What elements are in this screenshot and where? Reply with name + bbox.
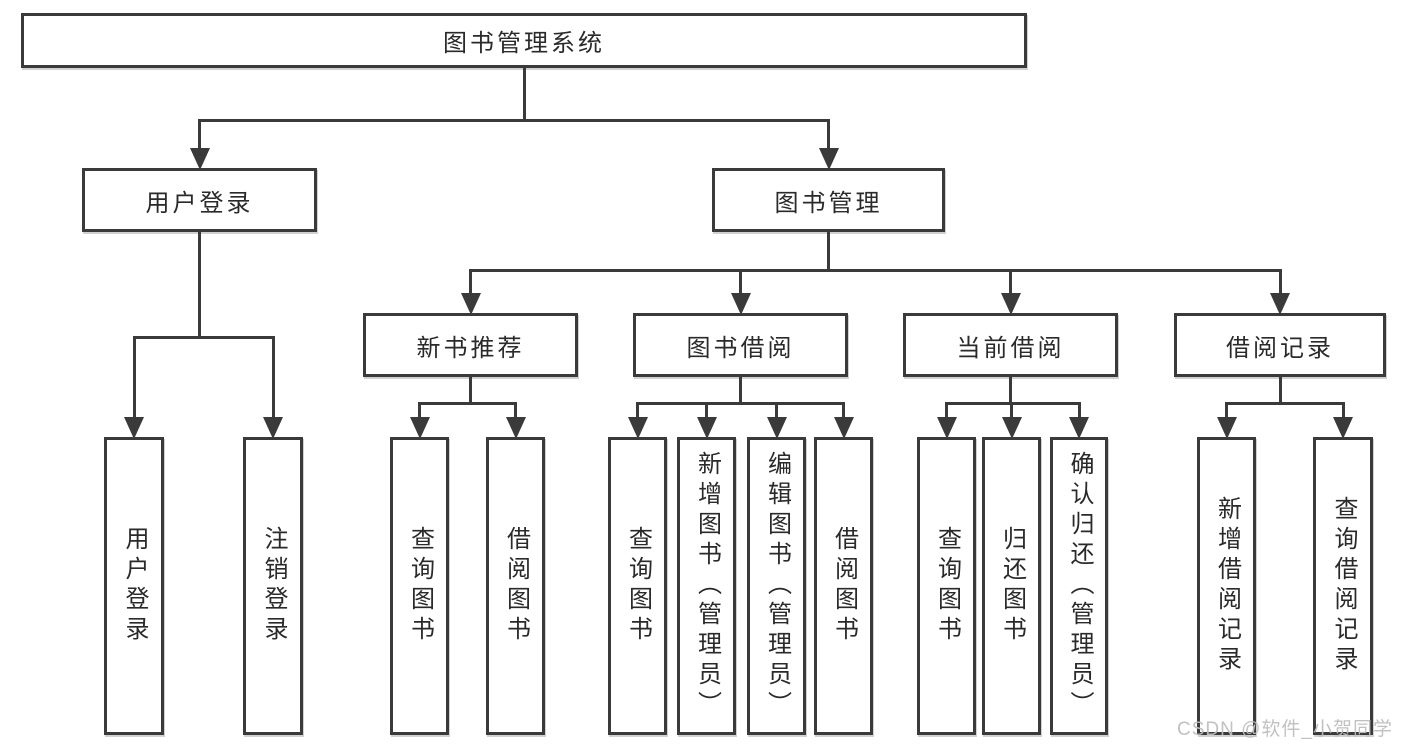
connector-line [523,68,526,120]
node-records: 借阅记录 [1174,313,1386,377]
watermark-text: CSDN @软件_小贺同学 [1177,714,1393,741]
arrowhead-icon [767,417,787,439]
node-label-login: 用户登录 [146,183,254,218]
connector-line [705,403,708,417]
node-label-records: 借阅记录 [1226,328,1334,363]
connector-line [418,402,517,405]
arrowhead-icon [1069,417,1089,439]
node-label-leaf-e2: 查询借阅记录 [1331,496,1355,676]
connector-line [133,336,275,339]
connector-line [1010,403,1013,417]
connector-line [842,403,845,417]
node-leaf-d2: 归还图书 [982,437,1041,735]
arrowhead-icon [1270,293,1290,315]
node-leaf-c1: 查询图书 [608,437,667,735]
node-label-leaf-c3: 编辑图书（管理员） [765,451,789,721]
arrowhead-icon [819,148,839,170]
connector-line [739,270,742,293]
node-newrec: 新书推荐 [363,313,578,377]
node-label-leaf-c2: 新增图书（管理员） [695,451,719,721]
node-mgmt: 图书管理 [712,168,945,232]
connector-line [636,403,639,417]
connector-line [514,403,517,417]
node-label-root: 图书管理系统 [443,23,605,58]
node-label-current: 当前借阅 [957,328,1065,363]
connector-line [133,337,136,417]
arrowhead-icon [1217,417,1237,439]
node-leaf-c2: 新增图书（管理员） [677,437,736,735]
arrowhead-icon [410,417,430,439]
node-leaf-a2: 注销登录 [243,437,303,735]
node-login: 用户登录 [82,168,317,232]
arrowhead-icon [1002,417,1022,439]
connector-line [1225,403,1228,417]
node-label-leaf-e1: 新增借阅记录 [1215,496,1239,676]
arrowhead-icon [506,417,526,439]
connector-line [198,120,201,148]
node-label-mgmt: 图书管理 [775,183,883,218]
connector-line [827,232,830,270]
node-leaf-d1: 查询图书 [917,437,976,735]
arrowhead-icon [1333,417,1353,439]
connector-line [775,403,778,417]
node-label-newrec: 新书推荐 [417,328,525,363]
node-leaf-e2: 查询借阅记录 [1313,437,1373,735]
arrowhead-icon [937,417,957,439]
node-label-leaf-c4: 借阅图书 [832,526,856,646]
node-root: 图书管理系统 [21,13,1027,68]
arrowhead-icon [834,417,854,439]
arrowhead-icon [190,148,210,170]
node-leaf-b2: 借阅图书 [486,437,545,735]
connector-line [1279,270,1282,293]
node-leaf-c4: 借阅图书 [814,437,873,735]
node-label-leaf-a2: 注销登录 [261,526,285,646]
connector-line [1078,403,1081,417]
node-leaf-e1: 新增借阅记录 [1197,437,1256,735]
arrowhead-icon [697,417,717,439]
node-label-borrow: 图书借阅 [687,328,795,363]
connector-line [469,377,472,403]
node-current: 当前借阅 [903,313,1118,377]
connector-line [469,270,472,293]
node-label-leaf-d1: 查询图书 [935,526,959,646]
node-label-leaf-b1: 查询图书 [408,526,432,646]
connector-line [1342,403,1345,417]
arrowhead-icon [124,417,144,439]
connector-line [418,403,421,417]
node-label-leaf-b2: 借阅图书 [504,526,528,646]
node-label-leaf-d3: 确认归还（管理员） [1067,451,1091,721]
arrowhead-icon [628,417,648,439]
connector-line [636,402,845,405]
connector-line [945,403,948,417]
connector-line [739,377,742,403]
node-leaf-a1: 用户登录 [104,437,164,735]
node-leaf-d3: 确认归还（管理员） [1050,437,1108,735]
connector-line [1009,377,1012,403]
connector-line [1225,402,1345,405]
connector-line [198,232,201,337]
arrowhead-icon [731,293,751,315]
node-label-leaf-c1: 查询图书 [626,526,650,646]
connector-line [272,337,275,417]
node-borrow: 图书借阅 [633,313,848,377]
node-leaf-b1: 查询图书 [390,437,449,735]
connector-line [1279,377,1282,403]
connector-line [1009,270,1012,293]
arrowhead-icon [461,293,481,315]
node-label-leaf-d2: 归还图书 [1000,526,1024,646]
arrowhead-icon [1001,293,1021,315]
node-leaf-c3: 编辑图书（管理员） [747,437,806,735]
connector-line [827,120,830,148]
connector-line [198,119,830,122]
connector-line [469,269,1282,272]
node-label-leaf-a1: 用户登录 [122,526,146,646]
arrowhead-icon [263,417,283,439]
